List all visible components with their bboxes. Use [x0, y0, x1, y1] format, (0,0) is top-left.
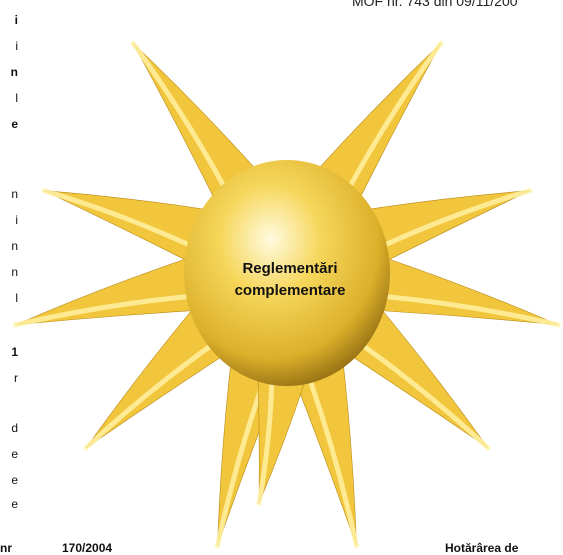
header-fragment: MOF nr. 743 din 09/11/200 [352, 0, 518, 9]
left-text-fragment: i [0, 212, 18, 228]
left-text-fragment: r [0, 370, 18, 386]
left-text-fragment: n [0, 186, 18, 202]
left-text-fragment: d [0, 420, 18, 436]
left-text-fragment: e [0, 116, 18, 132]
left-text-fragment: l [0, 90, 18, 106]
center-label: Reglementări complementare [190, 258, 390, 302]
center-label-line1: Reglementări [190, 258, 390, 280]
left-text-fragment: n [0, 64, 18, 80]
bottom-left-fragment: nr [0, 541, 12, 555]
left-text-fragment: e [0, 472, 18, 488]
left-text-fragment: e [0, 446, 18, 462]
left-text-fragment: n [0, 238, 18, 254]
bottom-mid-fragment: 170/2004 [62, 541, 112, 555]
center-label-line2: complementare [190, 280, 390, 302]
left-text-fragment: 1 [0, 344, 18, 360]
left-text-fragment: e [0, 496, 18, 512]
bottom-right-fragment: Hotărârea de [445, 541, 518, 555]
left-text-fragment: i [0, 38, 18, 54]
left-text-fragment: i [0, 12, 18, 28]
left-text-fragment: l [0, 290, 18, 306]
left-text-fragment: n [0, 264, 18, 280]
